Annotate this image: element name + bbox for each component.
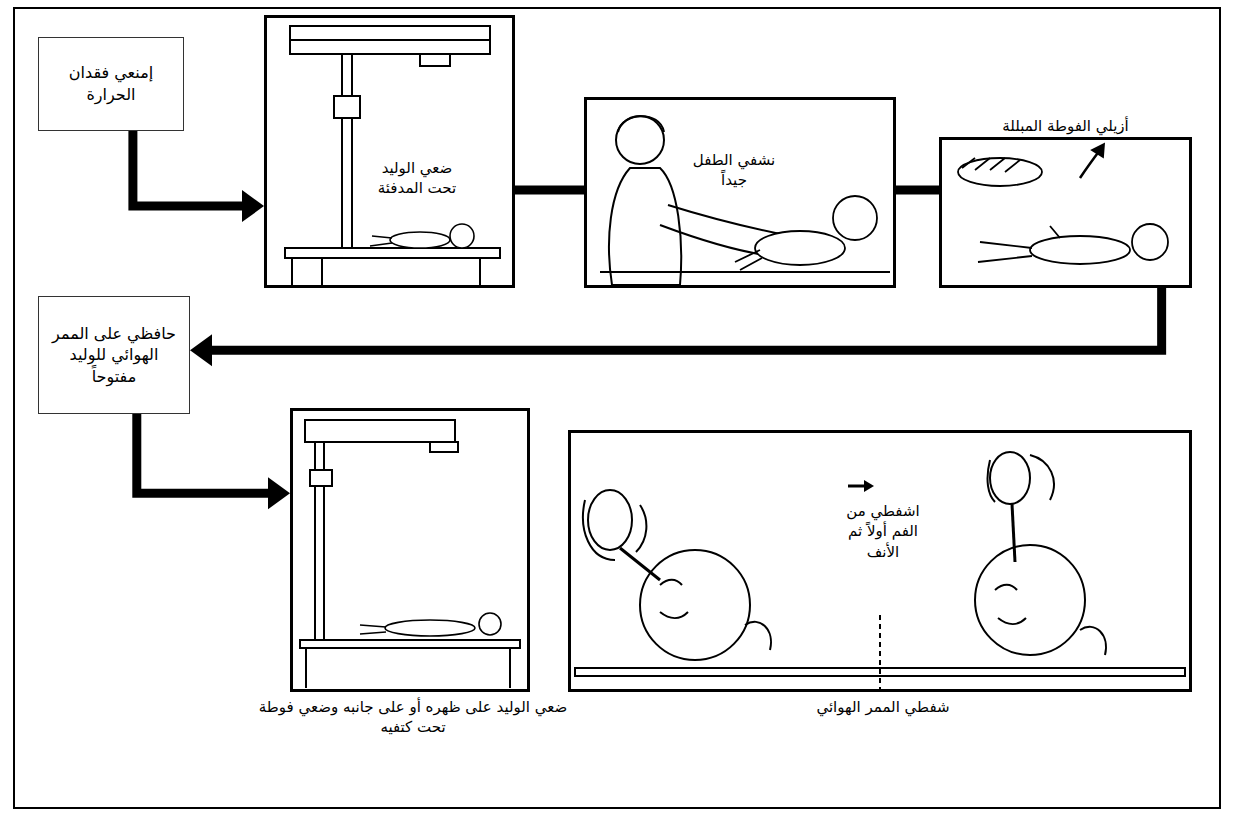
connector-line: [210, 288, 1162, 350]
text-holder: شفطي الممر الهوائي: [571, 697, 1195, 717]
suction-scene: [879, 615, 881, 690]
baby-figure: [360, 625, 386, 634]
suction-scene: [988, 455, 1054, 502]
radiant-warmer: [310, 470, 332, 486]
flow-connector: [133, 131, 264, 222]
radiant-warmer: [300, 640, 520, 648]
connector-line: [137, 414, 270, 493]
suction-scene: [588, 490, 632, 550]
connector-line: [515, 186, 584, 195]
nurse-drying-figure: [618, 116, 664, 132]
step-box: ضعي الوليد على ظهره أو على جانبه وضعي فو…: [290, 408, 530, 692]
flow-connector: [137, 414, 290, 509]
arrow-head: [242, 190, 264, 222]
suction-scene: [745, 622, 771, 650]
radiant-warmer: [300, 420, 520, 688]
baby-figure: [450, 224, 474, 248]
text-holder: أزيلي الفوطة المبللة: [942, 116, 1189, 136]
step-caption: شفطي الممر الهوائي: [571, 697, 1195, 717]
suction-scene: [640, 550, 750, 660]
direction-arrow: [864, 480, 874, 492]
arrow-head: [268, 477, 290, 509]
direction-arrow: [848, 485, 866, 488]
baby-figure: [1132, 224, 1168, 260]
nurse-drying-figure: [609, 168, 681, 285]
baby-figure: [385, 620, 475, 636]
step-label: حافظي على الممر الهوائي للوليد مفتوحاً: [47, 323, 181, 388]
text-holder: ضعي الوليد على ظهره أو على جانبه وضعي فو…: [248, 697, 578, 738]
step-box: إمنعي فقدان الحرارة: [38, 37, 184, 131]
radiant-warmer: [290, 39, 490, 41]
radiant-warmer: [285, 26, 500, 285]
hands-towel: [958, 158, 1042, 186]
radiant-warmer: [334, 96, 360, 118]
baby-figure: [735, 250, 762, 270]
flow-connector: [190, 288, 1162, 366]
connector-line: [896, 186, 939, 195]
radiant-warmer: [285, 248, 500, 258]
text-holder: نشفي الطفل جيداً: [689, 150, 779, 191]
baby-figure: [1030, 236, 1130, 264]
step-label: إمنعي فقدان الحرارة: [47, 62, 175, 105]
radiant-warmer: [306, 648, 510, 688]
step-caption: ضعي الوليد على ظهره أو على جانبه وضعي فو…: [248, 697, 578, 738]
text-holder: اشفطي من الفم أولاً ثم الأنف: [833, 501, 933, 562]
radiant-warmer: [290, 26, 490, 54]
hands-towel: [958, 144, 1104, 186]
baby-figure: [370, 224, 474, 248]
baby-figure: [735, 196, 877, 270]
direction-arrow: [848, 480, 874, 492]
text-holder: ضعي الوليد تحت المدفئة: [367, 158, 467, 199]
step-box: اشفطي من الفم أولاً ثم الأنفشفطي الممر ا…: [568, 430, 1192, 692]
outer-frame: [14, 8, 1220, 808]
nurse-drying-figure: [600, 116, 890, 285]
nurse-drying-figure: [668, 205, 790, 236]
baby-figure: [755, 231, 845, 265]
suction-scene: [1012, 504, 1015, 562]
radiant-warmer: [342, 54, 352, 248]
step-box: أزيلي الفوطة المبللة: [939, 137, 1192, 288]
text-holder: إمنعي فقدان الحرارة: [39, 38, 183, 130]
baby-figure: [390, 232, 450, 248]
step-box: ضعي الوليد تحت المدفئة: [264, 15, 515, 288]
step-label: نشفي الطفل جيداً: [689, 150, 779, 191]
baby-figure: [978, 226, 1060, 262]
radiant-warmer: [305, 420, 455, 442]
suction-scene: [583, 500, 646, 560]
suction-scene: [620, 548, 660, 580]
radiant-warmer: [292, 258, 480, 285]
step-label: ضعي الوليد تحت المدفئة: [367, 158, 467, 199]
baby-figure: [370, 236, 392, 246]
suction-scene: [975, 545, 1085, 655]
hands-towel: [1092, 144, 1104, 157]
baby-figure: [978, 224, 1168, 264]
step-box: حافظي على الممر الهوائي للوليد مفتوحاً: [38, 296, 190, 414]
nurse-drying-figure: [616, 116, 664, 164]
suction-scene: [995, 585, 1026, 624]
outer-frame: [14, 8, 1220, 808]
suction-scene: [660, 580, 688, 618]
baby-figure: [360, 613, 501, 636]
suction-scene: [1080, 627, 1106, 655]
connector-line: [133, 131, 244, 206]
step-label: اشفطي من الفم أولاً ثم الأنف: [833, 501, 933, 562]
radiant-warmer: [430, 442, 458, 452]
flow-connector: [896, 190, 939, 191]
radiant-warmer: [420, 54, 450, 66]
hands-towel: [962, 158, 1020, 172]
text-holder: حافظي على الممر الهوائي للوليد مفتوحاً: [39, 297, 189, 413]
arrow-head: [190, 334, 212, 366]
suction-scene: [575, 452, 1185, 690]
baby-figure: [833, 196, 877, 240]
nurse-drying-figure: [600, 271, 890, 273]
suction-scene: [990, 452, 1030, 504]
flow-connector: [515, 190, 584, 191]
step-heading: أزيلي الفوطة المبللة: [942, 116, 1189, 136]
baby-figure: [479, 613, 501, 635]
step-box: نشفي الطفل جيداً: [584, 97, 896, 288]
